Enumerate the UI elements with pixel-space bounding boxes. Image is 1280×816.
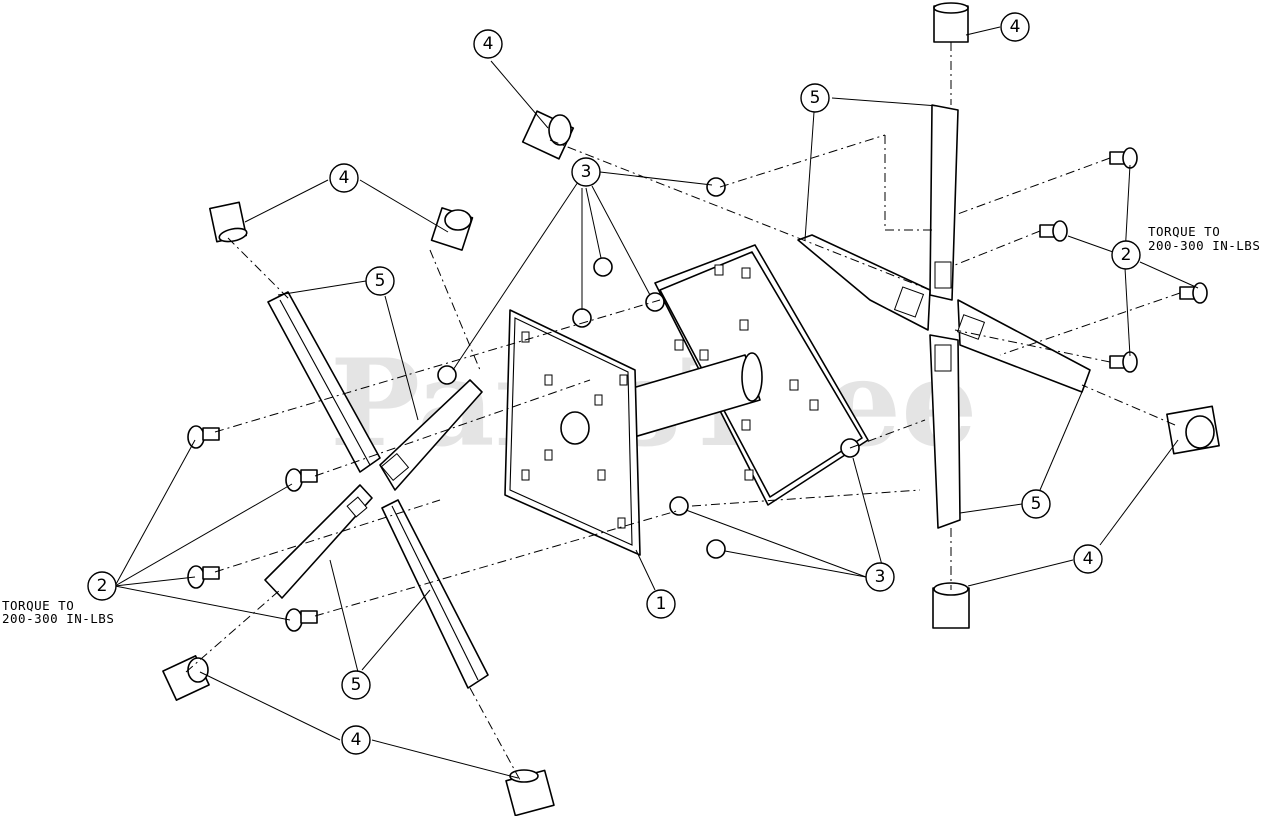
callout-5-c: 5 [800, 83, 830, 113]
back-plate-slots [674, 264, 819, 481]
svg-text:2: 2 [97, 576, 108, 596]
cap-right [1166, 405, 1220, 455]
nut-7 [669, 496, 689, 516]
bolt-r2 [1039, 220, 1068, 242]
callout-4-b: 4 [329, 163, 359, 193]
right-blade-upper [929, 104, 959, 301]
torque-note-left-line2: 200-300 IN-LBS [2, 611, 114, 626]
svg-text:5: 5 [810, 88, 821, 108]
callout-5-d: 5 [1021, 489, 1051, 519]
svg-text:5: 5 [351, 675, 362, 695]
alignment-lines [185, 42, 1181, 781]
cap-bottom-left [162, 655, 210, 701]
torque-note-right-line1: TORQUE TO [1148, 224, 1220, 239]
bolt-r1 [1109, 147, 1138, 169]
callout-4-a: 4 [473, 29, 503, 59]
svg-text:3: 3 [581, 162, 592, 182]
svg-text:4: 4 [483, 34, 494, 54]
callout-4-e: 4 [1073, 544, 1103, 574]
left-caps [162, 201, 555, 816]
bolt-1 [187, 425, 220, 449]
callout-4-d: 4 [1000, 12, 1030, 42]
cap-top-left [208, 201, 248, 243]
svg-text:4: 4 [1083, 549, 1094, 569]
cap-upper-center [521, 110, 575, 160]
left-blade-upper [267, 291, 381, 473]
right-blade-lower [929, 334, 961, 529]
callout-5-b: 5 [341, 670, 371, 700]
left-blade-assembly [264, 291, 489, 689]
bolt-4 [285, 608, 318, 632]
cap-bottom-mid [505, 769, 555, 816]
cap-top-right [933, 2, 969, 43]
callout-2-right: 2 [1111, 240, 1141, 270]
svg-text:2: 2 [1121, 245, 1132, 265]
svg-text:4: 4 [1010, 17, 1021, 37]
svg-text:5: 5 [1031, 494, 1042, 514]
nut-4 [437, 365, 457, 385]
nut-1 [593, 257, 613, 277]
left-blade-right [379, 379, 483, 491]
bolt-2 [285, 468, 318, 492]
front-plate-hole [560, 411, 590, 445]
callout-4-c: 4 [341, 725, 371, 755]
svg-text:1: 1 [656, 594, 667, 614]
hub-assembly [504, 244, 869, 556]
torque-note-left-line1: TORQUE TO [2, 598, 74, 613]
cap-top-mid [430, 207, 474, 251]
bolt-r3 [1179, 282, 1208, 304]
torque-note-right-line2: 200-300 IN-LBS [1148, 238, 1260, 253]
callout-3-top: 3 [571, 157, 601, 187]
torque-note-left: TORQUE TO 200-300 IN-LBS [2, 598, 114, 626]
leader-lines [114, 26, 1199, 779]
svg-text:4: 4 [351, 730, 362, 750]
callout-5-a: 5 [365, 266, 395, 296]
right-blade-right [957, 299, 1091, 393]
bolt-3 [187, 565, 220, 589]
callout-3-bottom: 3 [865, 562, 895, 592]
front-plate-slots [521, 331, 628, 529]
callout-2-left: 2 [87, 571, 117, 601]
svg-text:4: 4 [339, 168, 350, 188]
svg-text:3: 3 [875, 567, 886, 587]
right-caps [521, 2, 1220, 629]
torque-note-right: TORQUE TO 200-300 IN-LBS [1148, 224, 1260, 253]
left-blade-left [264, 484, 373, 599]
nut-8 [706, 539, 726, 559]
left-bolts [187, 425, 318, 632]
cap-bottom-right [932, 582, 970, 629]
shaft-collar [741, 352, 763, 402]
bolt-r4 [1109, 351, 1138, 373]
callout-1: 1 [646, 589, 676, 619]
nut-5 [706, 177, 726, 197]
right-bolts [1039, 147, 1208, 373]
nut-3 [572, 308, 592, 328]
callout-balloons: 1 2 2 3 3 4 4 4 4 4 5 5 5 5 [87, 12, 1141, 755]
right-blade-assembly [797, 104, 1091, 529]
svg-text:5: 5 [375, 271, 386, 291]
